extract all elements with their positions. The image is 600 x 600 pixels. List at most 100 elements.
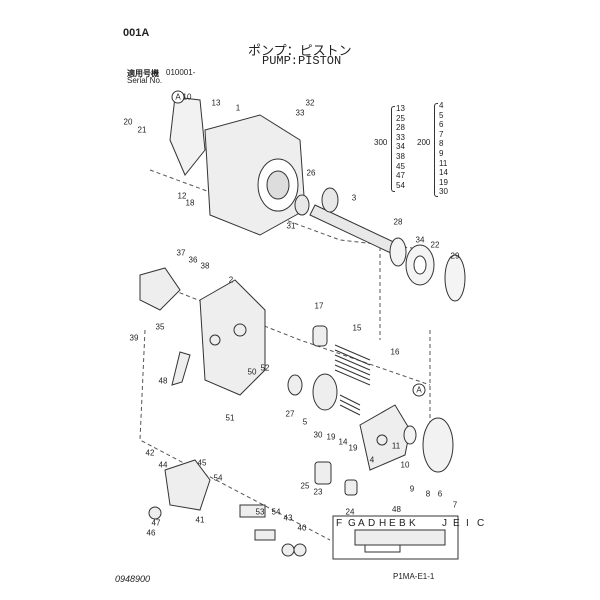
- callout-number: 18: [185, 198, 195, 208]
- valve-block: [139, 267, 266, 396]
- callout-number: 24: [345, 507, 355, 517]
- inset-port-label: D: [368, 518, 376, 529]
- inset-port-label: E: [389, 518, 396, 529]
- inset-port-label: I: [466, 518, 469, 529]
- callout-number: 15: [352, 323, 362, 333]
- callout-number: 38: [200, 261, 210, 271]
- callout-number: 3: [351, 193, 357, 203]
- reference-marker-a: [171, 90, 426, 397]
- callout-number: 31: [286, 221, 296, 231]
- kit-item: 9: [439, 148, 444, 158]
- serial-value: 010001-: [166, 68, 196, 77]
- kit-number: 200: [417, 138, 431, 147]
- inset-port-label: K: [409, 518, 416, 529]
- callout-number: 11: [391, 441, 401, 451]
- valve-plate: [403, 417, 454, 473]
- callout-number: 19: [348, 443, 358, 453]
- callout-number: 41: [195, 515, 205, 525]
- callout-number: 53: [255, 507, 265, 517]
- serial-label-en: Serial No.: [127, 76, 163, 85]
- callout-number: 52: [260, 363, 270, 373]
- callout-number: 37: [176, 248, 186, 258]
- callout-number: 42: [145, 448, 155, 458]
- callout-number: 13: [211, 98, 221, 108]
- drawing-number: 0948900: [115, 574, 151, 584]
- inset-port-label: C: [477, 518, 485, 529]
- callout-number: 48: [158, 376, 168, 386]
- callout-number: 51: [225, 413, 235, 423]
- callout-number: 54: [271, 507, 281, 517]
- callout-number: 46: [146, 528, 156, 538]
- inset-port-label: E: [453, 518, 460, 529]
- kit-item: 47: [396, 171, 405, 181]
- callout-number: 21: [137, 125, 147, 135]
- inset-port-label: A: [358, 518, 365, 529]
- callout-number: 39: [129, 333, 139, 343]
- page-code: 001A: [123, 27, 150, 39]
- callout-number: 45: [197, 458, 207, 468]
- kit-item: 8: [439, 139, 444, 149]
- callout-number: 5: [302, 417, 308, 427]
- drive-shaft: [294, 187, 401, 256]
- kit-item: 28: [396, 123, 405, 133]
- kit-item: 14: [439, 168, 448, 178]
- callout-number: 35: [155, 322, 165, 332]
- callout-number: 36: [188, 255, 198, 265]
- reference-marker-label: A: [175, 92, 181, 102]
- callout-number: 30: [313, 430, 323, 440]
- callout-number: 7: [452, 500, 458, 510]
- kit-number: 300: [374, 138, 388, 147]
- callout-number: 26: [306, 168, 316, 178]
- callout-number: 29: [450, 251, 460, 261]
- kit-item: 7: [439, 129, 444, 139]
- callout-number: 1: [235, 103, 241, 113]
- kit-item: 38: [396, 151, 405, 161]
- pump-housing: [204, 114, 306, 236]
- inset-port-label: H: [379, 518, 387, 529]
- inset-port-label: G: [348, 518, 356, 529]
- callout-number: 25: [300, 481, 310, 491]
- kit-item: 11: [439, 158, 448, 168]
- inset-number: 48: [392, 505, 401, 514]
- callout-number: 6: [437, 489, 443, 499]
- callout-number: 47: [151, 518, 161, 528]
- kit-item: 6: [439, 120, 444, 130]
- kit-item: 19: [439, 177, 448, 187]
- callout-number: 22: [430, 240, 440, 250]
- callout-number: 19: [326, 432, 336, 442]
- inset-port-label: J: [442, 518, 447, 529]
- callout-number: 34: [415, 235, 425, 245]
- callout-number: 27: [285, 409, 295, 419]
- spring-assembly: [287, 325, 371, 416]
- title-japanese: ポンプ：ピストン: [248, 43, 352, 58]
- callout-number: 8: [425, 489, 431, 499]
- callout-number: 50: [247, 367, 257, 377]
- callout-number: 12: [177, 191, 187, 201]
- kit-item: 34: [396, 142, 405, 152]
- inset-port-label: F: [336, 518, 343, 529]
- reference-marker-label: A: [416, 385, 422, 395]
- callout-number: 28: [393, 217, 403, 227]
- kit-item: 25: [396, 113, 405, 123]
- callout-number: 32: [305, 98, 315, 108]
- inset-port-label: B: [399, 518, 406, 529]
- serial-label-jp: 適用号機: [127, 69, 159, 78]
- callout-number: 9: [409, 484, 415, 494]
- callout-number: 33: [295, 108, 305, 118]
- callout-number: 10: [400, 460, 410, 470]
- kit-item: 4: [439, 101, 444, 110]
- callout-number: 2: [228, 275, 234, 285]
- callout-number: 14: [338, 437, 348, 447]
- kit-item: 13: [396, 104, 405, 113]
- callout-number: 23: [313, 487, 323, 497]
- callout-number: 17: [314, 301, 324, 311]
- kit-item: 5: [439, 110, 444, 120]
- callout-number: 43: [283, 513, 293, 523]
- callout-number: 54: [213, 473, 223, 483]
- page-reference: P1MA-E1-1: [393, 572, 435, 581]
- callout-number: 16: [390, 347, 400, 357]
- bearing-seals: [389, 237, 466, 302]
- callout-number: 20: [123, 117, 133, 127]
